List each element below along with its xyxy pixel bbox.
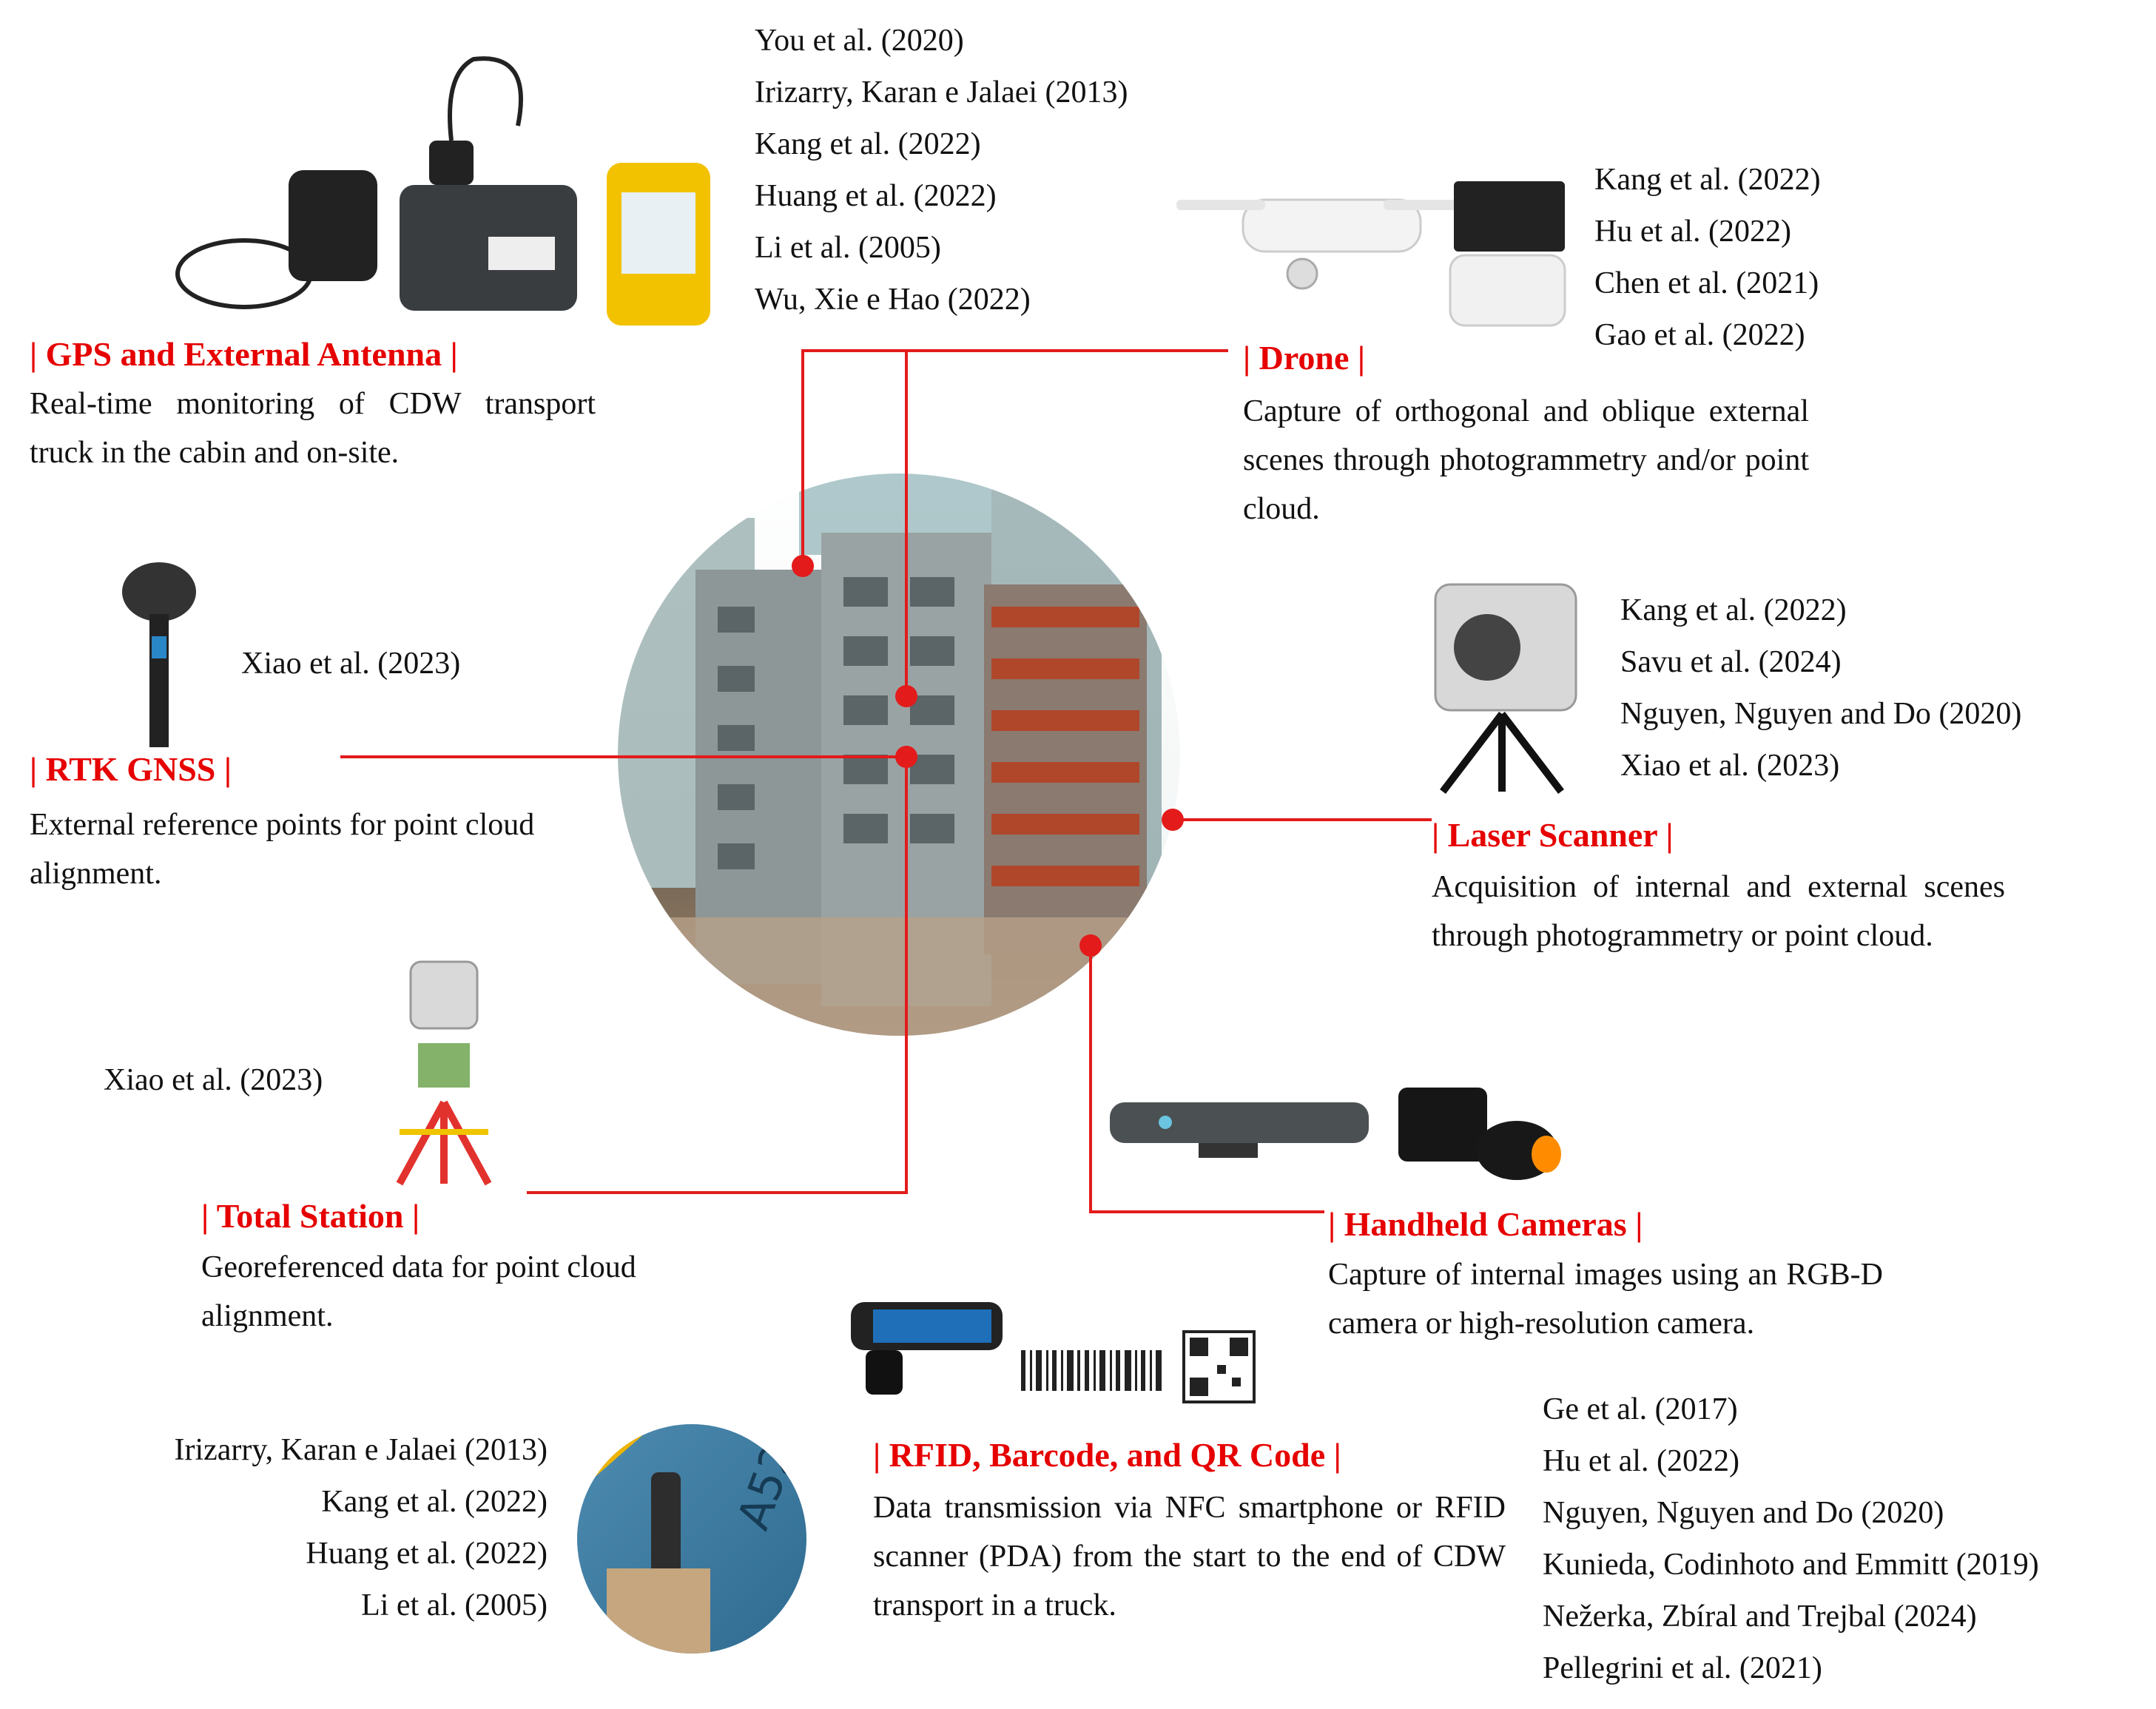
rtk-gnss-image [122, 562, 196, 747]
reference-item: Kang et al. (2022) [1620, 593, 1847, 627]
building-point-cloud-image [618, 473, 1180, 1036]
reference-item: Huang et al. (2022) [306, 1537, 548, 1571]
cameras-description: Capture of internal images using an RGB-… [1328, 1258, 1883, 1341]
reference-item: Kang et al. (2022) [755, 127, 981, 161]
reference-item: You et al. (2020) [755, 24, 964, 58]
reference-item: Hu et al. (2022) [1594, 215, 1791, 249]
handheld-cameras-image [1110, 1088, 1561, 1180]
drone-references: Kang et al. (2022) Hu et al. (2022) Chen e… [1594, 154, 1821, 361]
drone-image [1176, 181, 1566, 327]
total-station-references: Xiao et al. (2023) [104, 1054, 323, 1106]
total-station-description: Georeferenced data for point cloud align… [201, 1250, 636, 1333]
rtk-references: Xiao et al. (2023) [241, 638, 460, 690]
rfid-references-right: Ge et al. (2017) Hu et al. (2022) Nguyen, … [1543, 1383, 2039, 1694]
total-station-connector [527, 757, 908, 1194]
reference-item: Wu, Xie e Hao (2022) [755, 283, 1031, 317]
reference-item: Li et al. (2005) [361, 1588, 548, 1622]
reference-item: Xiao et al. (2023) [104, 1063, 323, 1097]
reference-item: Kang et al. (2022) [1594, 163, 1821, 197]
container-photo-image: A523 [577, 1424, 806, 1654]
reference-item: Nežerka, Zbíral and Trejbal (2024) [1543, 1600, 1977, 1634]
reference-item: Gao et al. (2022) [1594, 318, 1805, 352]
reference-item: Hu et al. (2022) [1543, 1444, 1739, 1478]
connector-dots [792, 555, 1184, 957]
reference-item: Irizarry, Karan e Jalaei (2013) [755, 75, 1128, 109]
reference-item: Xiao et al. (2023) [1620, 749, 1840, 783]
rtk-title: | RTK GNSS | [30, 750, 232, 788]
gps-references: You et al. (2020) Irizarry, Karan e Jalae… [755, 15, 1128, 326]
reference-item: Nguyen, Nguyen and Do (2020) [1543, 1496, 1944, 1530]
laser-references: Kang et al. (2022) Savu et al. (2024) Nguy… [1620, 584, 2021, 792]
laser-description: Acquisition of internal and external sce… [1432, 870, 2005, 953]
gps-devices-image [175, 56, 710, 326]
reference-item: Savu et al. (2024) [1620, 645, 1842, 679]
gps-description: Real-time monitoring of CDW transport tr… [30, 387, 596, 470]
reference-item: Nguyen, Nguyen and Do (2020) [1620, 697, 2022, 731]
reference-item: Kunieda, Codinhoto and Emmitt (2019) [1543, 1548, 2039, 1582]
rfid-title: | RFID, Barcode, and QR Code | [873, 1436, 1341, 1474]
rfid-description: Data transmission via NFC smartphone or … [873, 1491, 1506, 1622]
cameras-title: | Handheld Cameras | [1328, 1205, 1643, 1243]
connector-lines [340, 349, 1432, 1213]
reference-item: Pellegrini et al. (2021) [1543, 1651, 1822, 1685]
reference-item: Kang et al. (2022) [321, 1485, 548, 1519]
drone-description: Capture of orthogonal and oblique extern… [1243, 394, 1809, 526]
reference-item: Chen et al. (2021) [1594, 266, 1819, 300]
total-station-image [396, 960, 492, 1186]
rtk-description: External reference points for point clou… [30, 808, 535, 891]
laser-title: | Laser Scanner | [1432, 816, 1674, 854]
drone-title: | Drone | [1243, 339, 1366, 377]
gps-connector [801, 349, 908, 696]
reference-item: Huang et al. (2022) [755, 179, 997, 213]
total-station-title: | Total Station | [201, 1197, 420, 1235]
cameras-connector [1089, 945, 1324, 1213]
gps-title: | GPS and External Antenna | [30, 335, 458, 373]
rfid-references-left: Irizarry, Karan e Jalaei (2013) Kang et a… [74, 1424, 548, 1631]
reference-item: Li et al. (2005) [755, 231, 941, 265]
reference-item: Xiao et al. (2023) [241, 647, 461, 681]
reference-item: Irizarry, Karan e Jalaei (2013) [174, 1433, 548, 1467]
rfid-barcode-qr-image [851, 1302, 1256, 1403]
reference-item: Ge et al. (2017) [1543, 1392, 1738, 1426]
laser-scanner-image [1434, 583, 1577, 795]
